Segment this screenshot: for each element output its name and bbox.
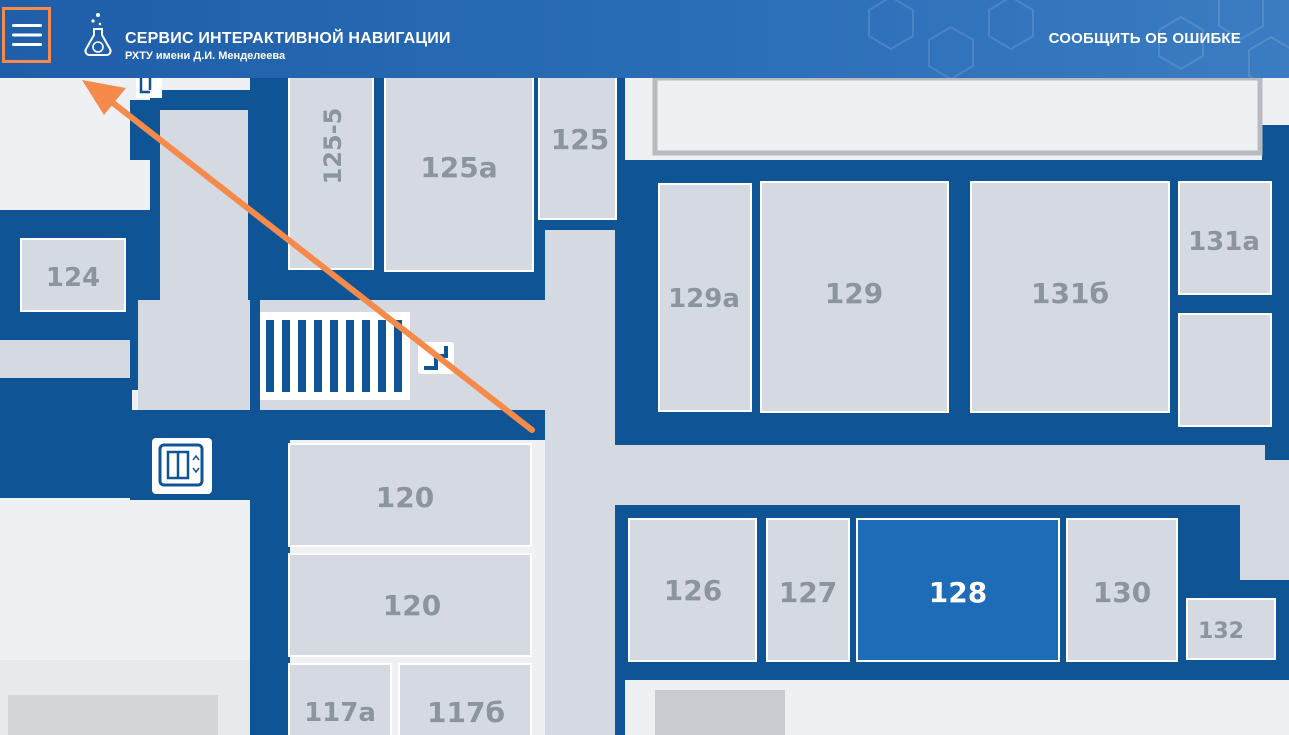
room-label-127: 127 [779,576,837,609]
app-header: СЕРВИС ИНТЕРАКТИВНОЙ НАВИГАЦИИ РХТУ имен… [0,0,1289,78]
room-label-125a: 125а [420,151,497,184]
room-127[interactable] [768,520,848,660]
app-title: СЕРВИС ИНТЕРАКТИВНОЙ НАВИГАЦИИ [125,30,451,47]
room-125a[interactable] [386,78,532,270]
courtyard [652,75,1263,156]
room-125-5[interactable] [290,78,372,268]
room-label-125: 125 [551,123,609,156]
room-label-117a: 117а [304,698,376,728]
room-unlabeled-east[interactable] [1180,315,1270,425]
report-error-link[interactable]: СООБЩИТЬ ОБ ОШИБКЕ [1048,30,1241,47]
room-124[interactable] [22,240,124,310]
app-subtitle: РХТУ имени Д.И. Менделеева [125,50,286,62]
room-117a[interactable] [290,665,390,735]
room-129[interactable] [762,183,947,411]
room-130[interactable] [1068,520,1176,660]
room-131b[interactable] [972,183,1168,411]
room-128[interactable] [858,520,1058,660]
room-label-129a: 129а [668,284,740,314]
room-129a[interactable] [660,185,750,410]
exit-door-icon [136,78,162,98]
room-label-132: 132 [1198,619,1244,644]
room-label-117b: 117б [427,696,505,729]
room-117b[interactable] [400,665,530,735]
room-label-130: 130 [1093,576,1151,609]
hexagon-pattern-decoration [868,0,1289,78]
room-132[interactable] [1188,600,1274,658]
flask-logo-icon [84,13,112,57]
room-label-120-lower: 120 [383,589,441,622]
corridors [0,110,1289,735]
room-label-126: 126 [664,574,722,607]
room-131a[interactable] [1180,183,1270,293]
room-120-lower[interactable] [290,555,530,655]
room-label-120-upper: 120 [376,481,434,514]
hamburger-menu-icon [11,24,42,46]
room-125[interactable] [540,78,615,218]
room-label-125-5: 125-5 [319,108,347,185]
room-label-128: 128 [929,576,987,609]
menu-button[interactable] [2,7,51,63]
room-120-upper[interactable] [290,445,530,545]
outside-block [8,695,218,735]
stairs-icon [260,312,410,400]
annotation-arrow [82,80,535,433]
room-label-124: 124 [46,263,100,293]
room-label-129: 129 [825,277,883,310]
room-label-131b: 131б [1031,277,1109,310]
room-label-131a: 131а [1188,227,1260,257]
elevator-icon[interactable] [152,438,212,494]
room-126[interactable] [630,520,755,660]
